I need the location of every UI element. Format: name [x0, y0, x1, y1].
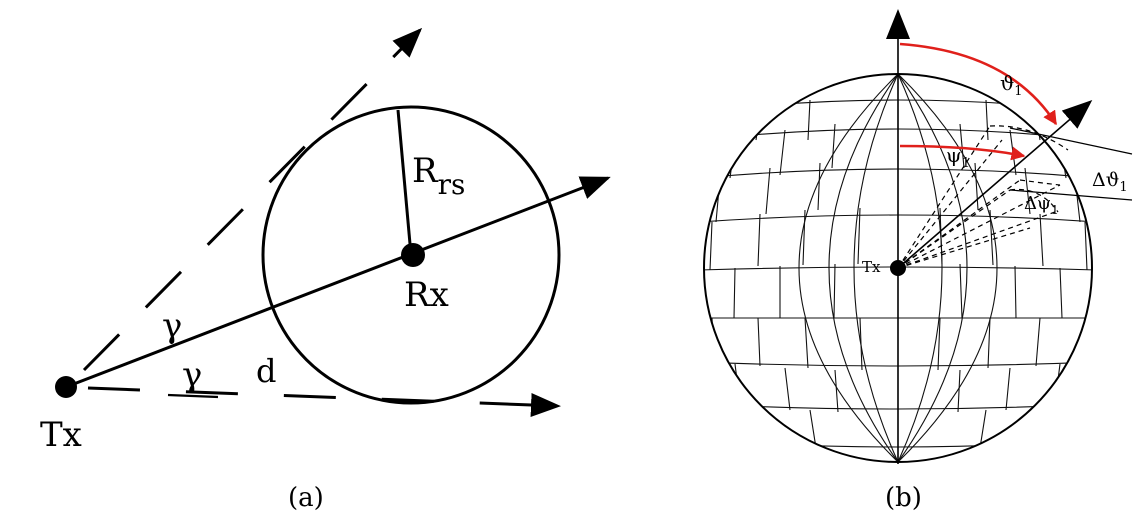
lower-tangent-dashed	[87, 386, 561, 417]
tx-dot-b	[890, 260, 906, 276]
radius-line	[396, 109, 413, 256]
tx-label-a: Tx	[40, 415, 82, 455]
panel-a: Tx Rx Rrs d γ γ (a)	[40, 27, 611, 513]
delta-theta-label: Δϑ1	[1092, 169, 1128, 195]
gamma-lower-label: γ	[182, 355, 202, 395]
tx-rx-axis	[65, 176, 611, 389]
theta-red-arrow	[899, 42, 1058, 126]
panel-b: Tx ϑ1 ψ1 Δϑ1 Δψ1 (b)	[703, 9, 1133, 513]
tx-label-b: Tx	[862, 258, 881, 276]
dashed-cone	[897, 125, 1069, 269]
rx-circle	[261, 105, 561, 405]
psi-red-arrow	[899, 144, 1026, 161]
caption-b: (b)	[885, 483, 922, 513]
gamma-upper-label: γ	[162, 306, 182, 346]
delta-theta-line-upper	[1009, 127, 1133, 155]
theta-label: ϑ1	[1000, 71, 1023, 99]
psi-label: ψ1	[946, 143, 970, 171]
upper-tangent-dashed	[82, 27, 423, 372]
gamma-arc-lower	[167, 393, 219, 399]
caption-a: (a)	[288, 483, 324, 513]
tx-dot-a	[55, 376, 77, 398]
rx-dot	[401, 243, 425, 267]
radius-label: Rrs	[412, 151, 465, 201]
delta-psi-label: Δψ1	[1024, 193, 1059, 217]
rx-label: Rx	[404, 275, 449, 315]
direction-ray	[897, 100, 1093, 269]
distance-label: d	[256, 352, 276, 390]
